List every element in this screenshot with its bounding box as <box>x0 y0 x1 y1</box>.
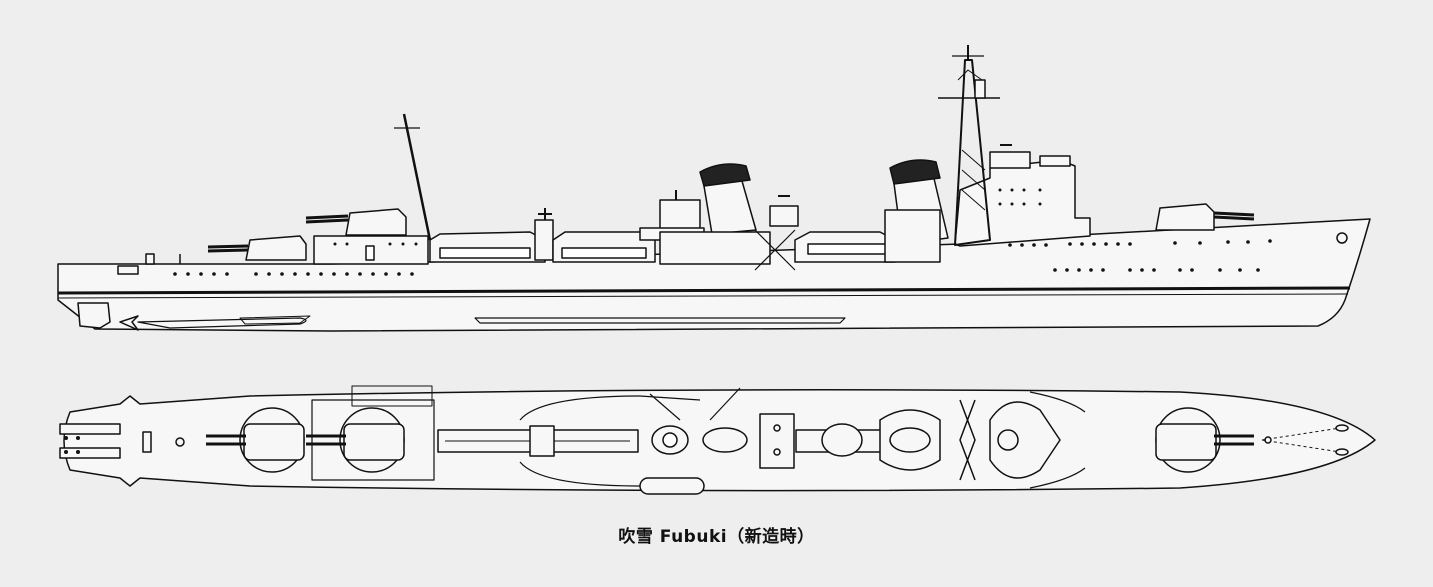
stern-post <box>145 253 155 265</box>
stern-rail <box>59 423 121 435</box>
shaft-bracket <box>239 315 311 325</box>
searchlight-tower <box>534 219 554 261</box>
rudder <box>77 302 111 329</box>
side-elevation <box>57 45 1371 332</box>
aft-funnel-cap <box>699 163 751 187</box>
funnel-base-fore <box>884 209 941 263</box>
bridge <box>954 159 1091 247</box>
bridge-top <box>989 151 1031 169</box>
hull-side <box>57 218 1371 332</box>
bridge-wings <box>1029 391 1086 489</box>
anchor-chains <box>1261 427 1341 453</box>
turret-1-barrels <box>1213 211 1255 217</box>
turret-3-barrels <box>207 244 249 249</box>
bridge-plan <box>989 401 1061 479</box>
crossed-davit <box>754 229 796 271</box>
propeller-shaft <box>137 317 307 329</box>
capstan <box>175 437 185 447</box>
aa-platform <box>769 205 799 227</box>
turret-2 <box>345 208 407 236</box>
midship-platform <box>759 413 795 469</box>
aft-vent <box>702 427 748 453</box>
turret-3 <box>245 235 307 261</box>
deck-plan <box>59 385 1376 495</box>
propeller <box>119 315 139 331</box>
stern-hatch <box>142 431 152 453</box>
midship-house <box>659 231 771 265</box>
drawing-caption: 吹雪 Fubuki（新造時） <box>618 527 815 547</box>
boot-topping-line <box>57 286 1351 295</box>
anchor-icon <box>1336 232 1348 244</box>
turret-1 <box>1155 203 1215 231</box>
waterline <box>57 293 1349 299</box>
foremast <box>954 59 991 246</box>
searchlight-plan <box>529 425 555 457</box>
aft-deckhouse-plan <box>311 399 435 481</box>
fore-funnel-cap <box>889 159 941 185</box>
bilge-keel <box>474 317 846 324</box>
mast-plan <box>959 399 976 481</box>
main-mast <box>402 113 432 241</box>
turret-2-barrels <box>305 214 349 220</box>
portholes-forward <box>998 188 1272 272</box>
boat-aft <box>639 477 705 495</box>
portholes-aft <box>173 242 418 276</box>
stern-fitting <box>117 265 139 275</box>
